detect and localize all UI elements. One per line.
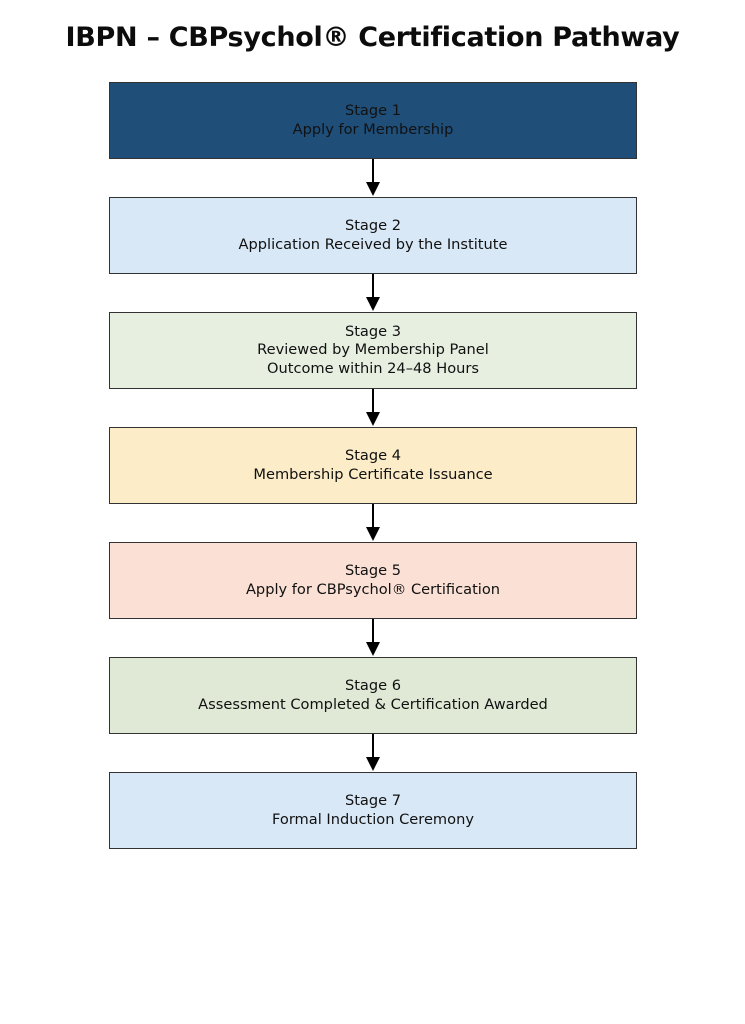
node-stage-detail: Outcome within 24–48 Hours [267, 359, 479, 377]
node-stage-description: Apply for Membership [292, 120, 454, 138]
flow-connector-6-to-7 [366, 734, 380, 771]
node-stage-label: Stage 1 [344, 101, 402, 119]
flow-connector-2-to-3 [366, 274, 380, 311]
flow-node-stage-6[interactable]: Stage 6 Assessment Completed & Certifica… [109, 657, 637, 734]
node-stage-label: Stage 2 [344, 216, 402, 234]
flowchart-container: Stage 1 Apply for Membership Stage 2 App… [109, 82, 637, 849]
flow-node-stage-4[interactable]: Stage 4 Membership Certificate Issuance [109, 427, 637, 504]
flow-connector-5-to-6 [366, 619, 380, 656]
flow-node-stage-5[interactable]: Stage 5 Apply for CBPsychol® Certificati… [109, 542, 637, 619]
page-title: IBPN – CBPsychol® Certification Pathway [65, 22, 680, 53]
flow-node-stage-3[interactable]: Stage 3 Reviewed by Membership Panel Out… [109, 312, 637, 389]
node-stage-description: Application Received by the Institute [238, 235, 508, 253]
node-stage-description: Assessment Completed & Certification Awa… [198, 695, 548, 713]
node-stage-description: Reviewed by Membership Panel [257, 341, 489, 359]
node-stage-label: Stage 6 [344, 676, 402, 694]
flow-node-stage-2[interactable]: Stage 2 Application Received by the Inst… [109, 197, 637, 274]
flow-connector-4-to-5 [366, 504, 380, 541]
flow-node-stage-1[interactable]: Stage 1 Apply for Membership [109, 82, 637, 159]
node-stage-description: Membership Certificate Issuance [253, 465, 493, 483]
node-stage-label: Stage 3 [344, 322, 402, 340]
flow-node-stage-7[interactable]: Stage 7 Formal Induction Ceremony [109, 772, 637, 849]
node-stage-description: Formal Induction Ceremony [272, 810, 474, 828]
node-stage-label: Stage 5 [344, 561, 402, 579]
node-stage-label: Stage 7 [344, 791, 402, 809]
node-stage-label: Stage 4 [344, 446, 402, 464]
node-stage-description: Apply for CBPsychol® Certification [245, 580, 501, 598]
flow-connector-3-to-4 [366, 389, 380, 426]
flow-connector-1-to-2 [366, 159, 380, 196]
